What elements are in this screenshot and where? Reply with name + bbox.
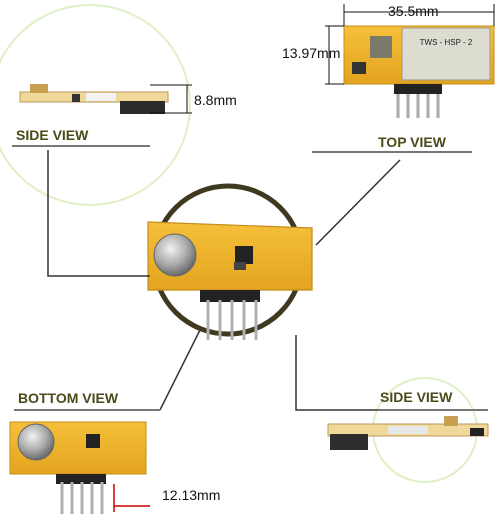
connector-top: [315, 159, 401, 246]
side-view-bottom-module: [327, 416, 489, 450]
thickness-dimension: 8.8mm: [194, 92, 237, 108]
center-module: [147, 221, 313, 340]
bottom-view-label: BOTTOM VIEW: [18, 390, 119, 406]
shield-label: TWS - HSP - 2: [420, 38, 473, 47]
side-view-bottom-label: SIDE VIEW: [380, 389, 453, 405]
height-dimension: 13.97mm: [282, 45, 341, 61]
top-view-module: TWS - HSP - 2: [343, 25, 495, 118]
pin-length-dimension: 12.13mm: [162, 487, 221, 503]
connector-side-top: [47, 150, 150, 277]
side-view-top-label: SIDE VIEW: [16, 127, 89, 143]
connector-bottom: [159, 329, 201, 411]
bottom-view-module: [9, 421, 147, 514]
connector-side-bottom: [295, 335, 380, 411]
top-view-label: TOP VIEW: [378, 134, 446, 150]
decor-ring: [0, 4, 191, 206]
width-dimension: 35.5mm: [388, 3, 439, 19]
side-view-top-module: [19, 84, 169, 114]
